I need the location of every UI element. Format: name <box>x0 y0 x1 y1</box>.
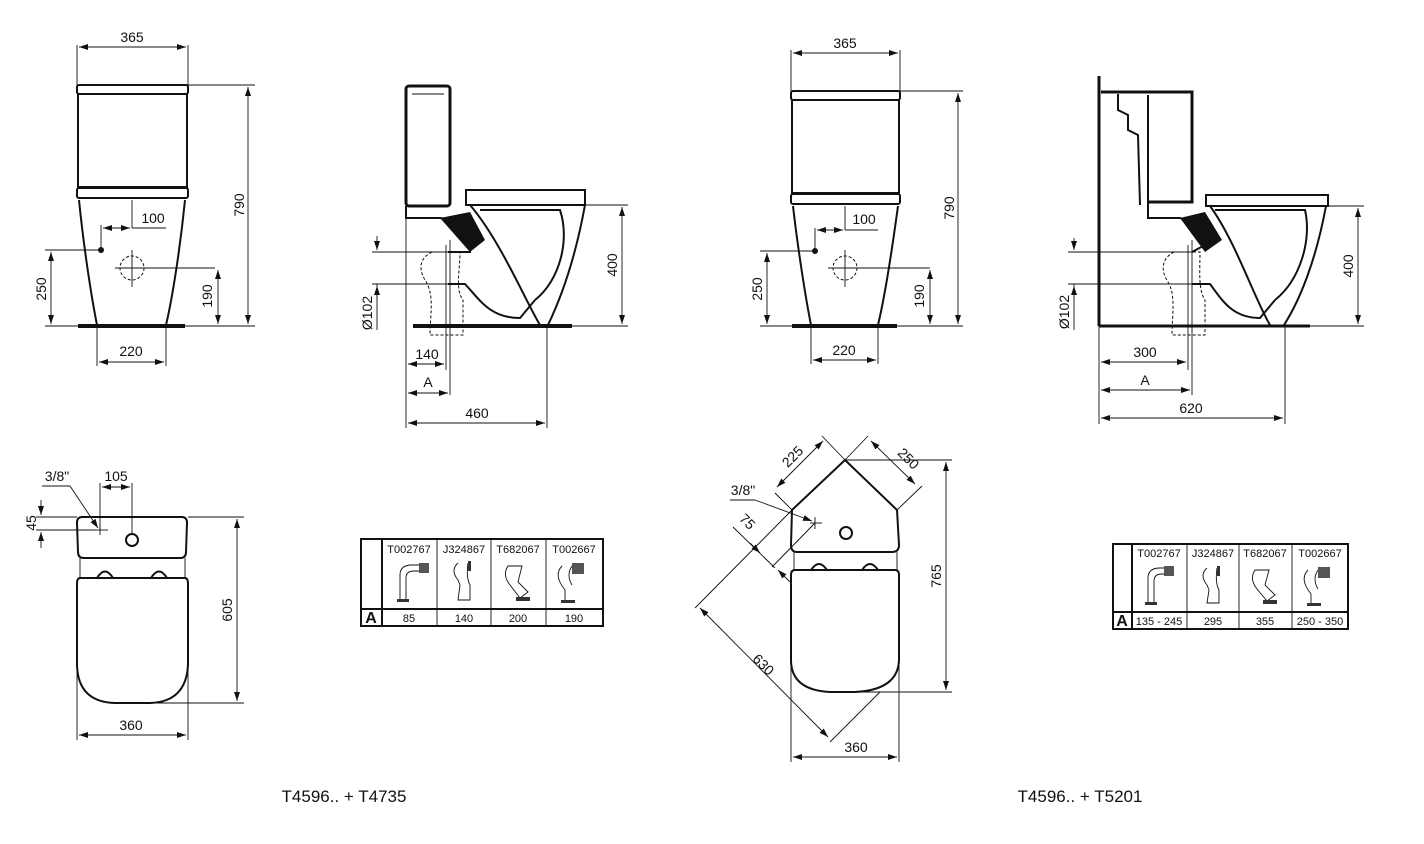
dim-A: A <box>423 374 433 390</box>
dim-inlet-offset: 100 <box>141 210 165 226</box>
dim-inlet-height: 250 <box>33 277 49 301</box>
table-col-code: J324867 <box>1192 548 1234 560</box>
table-row-label: A <box>1116 613 1128 630</box>
set1-front-view: 365 790 100 250 190 220 <box>33 29 255 366</box>
dim-outlet-diameter: Ø102 <box>1056 295 1072 329</box>
model-label-set2: T4596.. + T5201 <box>1018 787 1143 806</box>
set2-top-view: 225 250 3/8" 75 630 765 360 <box>694 435 952 762</box>
connector-offset-icon <box>453 561 471 601</box>
dim-outlet-height: 190 <box>911 284 927 308</box>
table-cell-value: 85 <box>403 613 415 625</box>
dim-height: 790 <box>941 196 957 220</box>
connector-offset-icon <box>1202 566 1220 604</box>
dim-top-width: 365 <box>833 35 857 51</box>
set2-side-view: 400 Ø102 300 A 620 <box>1056 76 1364 424</box>
dim-seat-height: 400 <box>1340 254 1356 278</box>
table-cell-value: 135 - 245 <box>1136 616 1182 628</box>
dim-seat-height: 400 <box>604 253 620 277</box>
table-cell-value: 250 - 350 <box>1297 616 1343 628</box>
table-row-label: A <box>365 610 377 627</box>
dim-depth: 460 <box>465 405 489 421</box>
connector-elbow-alt-icon <box>557 563 584 603</box>
table-col-code: T002767 <box>1137 548 1180 560</box>
dim-inlet-offset: 105 <box>104 468 128 484</box>
set1-top-view: 3/8" 105 45 605 360 <box>23 468 244 740</box>
dim-base-width: 220 <box>119 343 143 359</box>
table-cell-value: 295 <box>1204 616 1222 628</box>
dim-inlet-height: 250 <box>749 277 765 301</box>
table-col-code: J324867 <box>443 544 485 556</box>
dim-inlet-offset: 100 <box>852 211 876 227</box>
dim-length: 605 <box>219 598 235 622</box>
dim-water-inlet: 3/8" <box>731 482 755 498</box>
connector-elbow-icon <box>397 563 429 602</box>
table-cell-value: 200 <box>509 613 527 625</box>
table-col-code: T682067 <box>496 544 539 556</box>
table-cell-value: 190 <box>565 613 583 625</box>
dim-diagonal: 630 <box>750 651 778 679</box>
set2-front-view: 365 790 100 250 190 220 <box>749 35 963 364</box>
dim-top-width: 365 <box>120 29 144 45</box>
connector-angled-icon <box>1252 569 1277 604</box>
table-col-code: T002667 <box>1298 548 1341 560</box>
set2-pan-connector-table: A T002767 J324867 T682067 T002667 135 - … <box>1112 543 1349 630</box>
table-col-code: T002667 <box>552 544 595 556</box>
table-col-code: T682067 <box>1243 548 1286 560</box>
dim-inlet-depth: 45 <box>23 515 39 531</box>
dim-width: 360 <box>119 717 143 733</box>
table-col-code: T002767 <box>387 544 430 556</box>
dim-height: 790 <box>231 193 247 217</box>
set1-side-view: 400 Ø102 140 A 460 <box>359 84 628 428</box>
table-cell-value: 140 <box>455 613 473 625</box>
dim-wall-to-outlet: 300 <box>1133 344 1157 360</box>
connector-elbow-alt-icon <box>1303 567 1330 606</box>
dim-width: 360 <box>844 739 868 755</box>
dim-wall-to-outlet: 140 <box>415 346 439 362</box>
dim-side-a: 225 <box>779 442 807 470</box>
set1-pan-connector-table: A T002767 J324867 T682067 T002667 85 140… <box>360 538 604 627</box>
dim-base-width: 220 <box>832 342 856 358</box>
dim-depth: 620 <box>1179 400 1203 416</box>
dim-inlet-offset: 75 <box>736 510 758 532</box>
dim-length: 765 <box>928 564 944 588</box>
model-label-set1: T4596.. + T4735 <box>282 787 407 806</box>
dim-A: A <box>1140 372 1150 388</box>
dim-outlet-diameter: Ø102 <box>359 296 375 330</box>
connector-elbow-icon <box>1145 566 1174 605</box>
table-cell-value: 355 <box>1256 616 1274 628</box>
dim-outlet-height: 190 <box>199 284 215 308</box>
connector-angled-icon <box>505 565 530 601</box>
dim-water-inlet: 3/8" <box>45 468 69 484</box>
